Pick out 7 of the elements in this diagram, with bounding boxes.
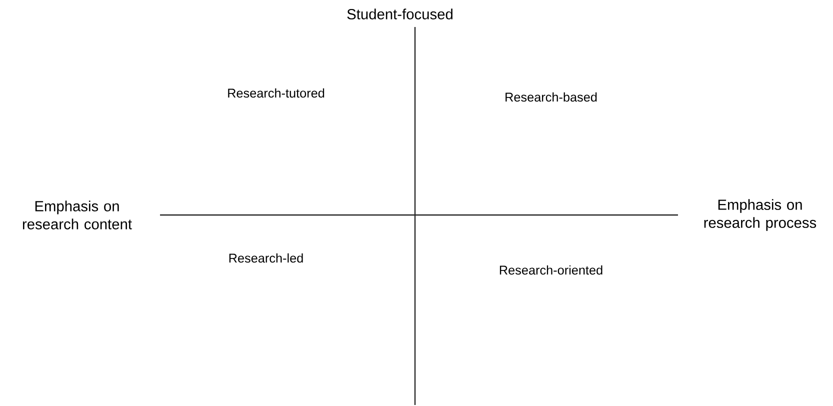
quadrant-label: Research-led — [229, 253, 303, 263]
axis-label: Emphasis on research process — [704, 199, 816, 231]
axis-label: Emphasis on research content — [22, 200, 132, 230]
axis-label: Student-focused — [347, 8, 452, 20]
quadrant-label: Research-based — [506, 92, 597, 102]
quadrant-label: Research-oriented — [500, 265, 602, 275]
quadrant-label: Research-tutored — [228, 88, 324, 98]
